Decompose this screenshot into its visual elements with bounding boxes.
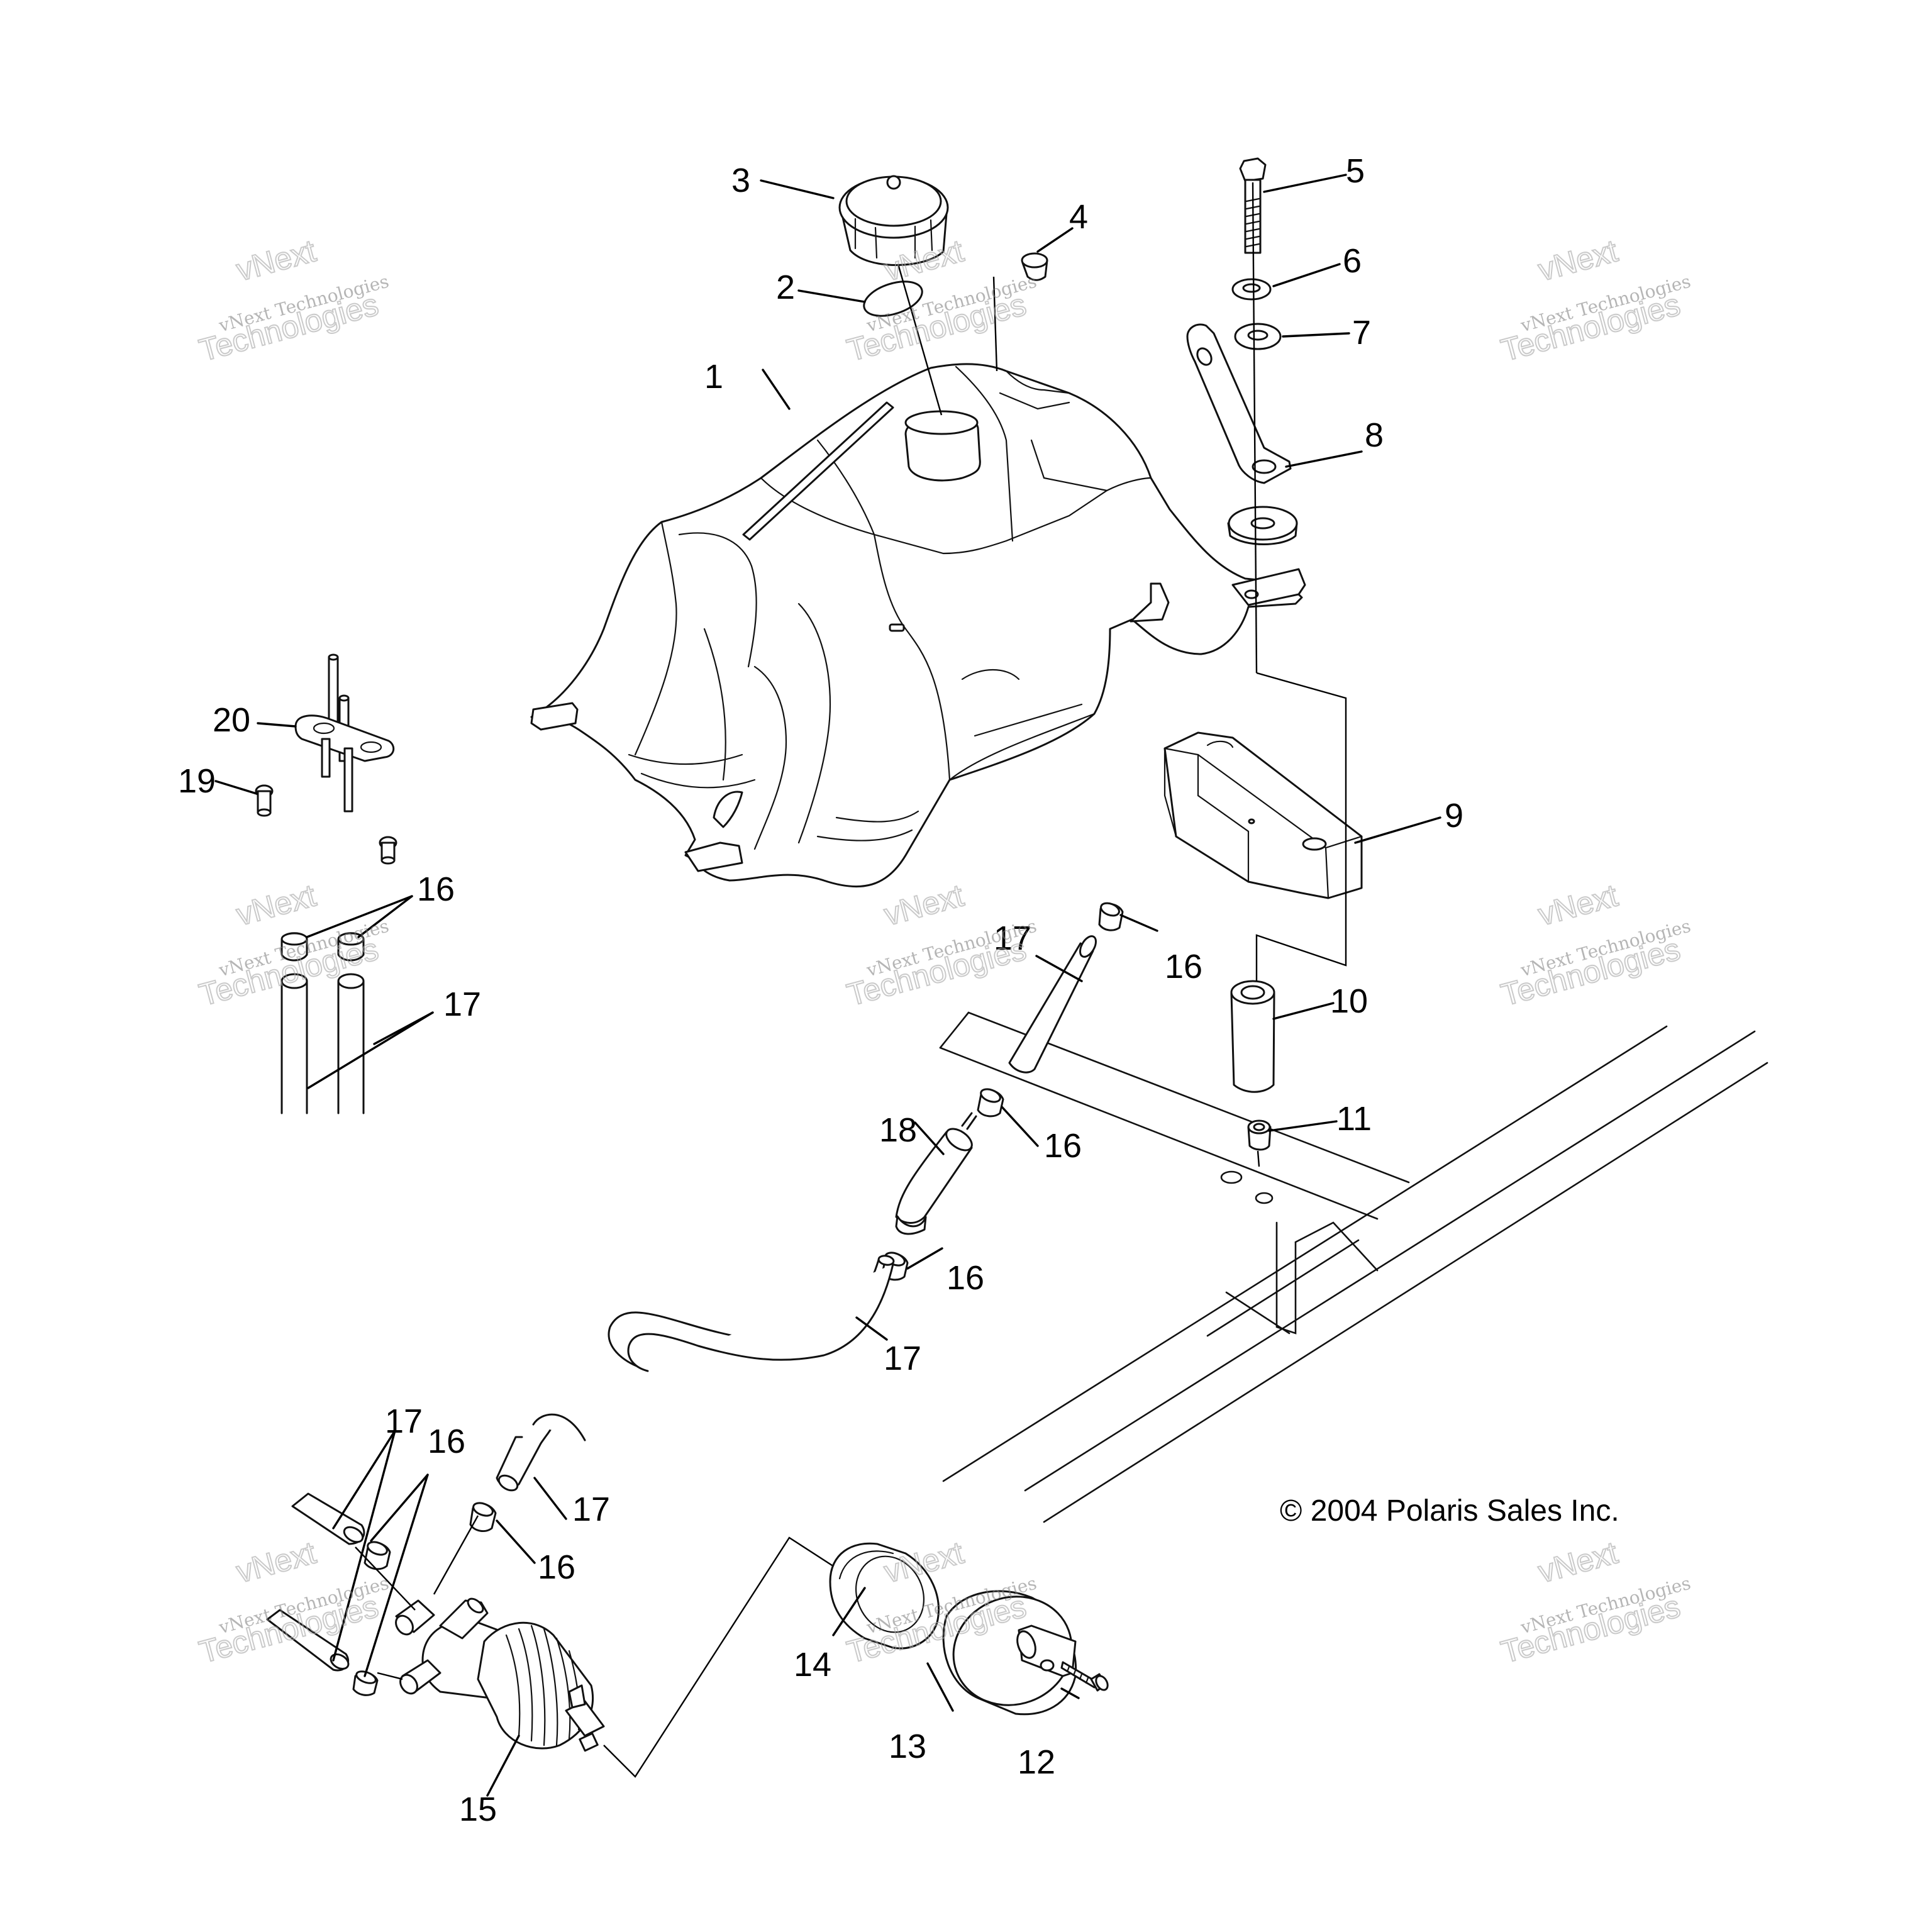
fitting-axis-1 [433, 1515, 479, 1595]
assembly-axis-right [1252, 182, 1347, 1167]
callout-16-filter-top: 16 [1044, 1127, 1082, 1165]
callout-12: 12 [1018, 1743, 1055, 1781]
callout-15: 15 [459, 1790, 497, 1828]
small-washer [1231, 278, 1272, 301]
fuel-hose-left-pair [280, 973, 365, 1114]
cap-axis [897, 264, 943, 416]
tank-bracket [1186, 323, 1292, 484]
callout-3: 3 [731, 162, 750, 199]
petcock-fitting [379, 836, 397, 865]
fitting-axis-2 [355, 1546, 416, 1611]
callout-8: 8 [1365, 416, 1384, 454]
fuel-cap [838, 175, 949, 266]
grommet [1227, 506, 1298, 545]
watermark-text: vNext [233, 233, 319, 287]
large-washer [1234, 323, 1282, 350]
callout-16-filter-bottom: 16 [947, 1259, 984, 1297]
fitting-axis-3 [377, 1672, 403, 1680]
callout-2: 2 [776, 269, 795, 306]
petcock-screw [255, 784, 274, 817]
hose-clamp-lower-right [469, 1502, 497, 1533]
hose-clamp-lower-left [352, 1541, 391, 1696]
watermark-bottom-right: vNext vNext Technologies Technologies [1497, 1534, 1693, 1670]
callout-18: 18 [879, 1111, 917, 1149]
frame-rails [939, 1011, 1768, 1523]
callout-16-left: 16 [417, 870, 455, 908]
copyright-notice: © 2004 Polaris Sales Inc. [1280, 1494, 1619, 1528]
callout-19: 19 [178, 762, 216, 800]
callout-17-lower-right: 17 [572, 1491, 610, 1528]
watermark-text: vNext [1535, 1535, 1621, 1589]
callout-9: 9 [1445, 797, 1463, 835]
callout-11: 11 [1336, 1100, 1372, 1138]
callout-20: 20 [213, 701, 250, 739]
fuel-petcock [294, 653, 395, 813]
vent-axis [992, 276, 998, 372]
fuel-hose-lower-left [266, 1492, 365, 1672]
watermark-text: vNext [1535, 877, 1621, 932]
callout-10: 10 [1330, 982, 1368, 1020]
callout-17-upper: 17 [994, 919, 1031, 957]
pump-cover [942, 1590, 1077, 1716]
cover-screw [1060, 1661, 1109, 1692]
callout-1: 1 [704, 358, 723, 396]
watermark-text: vNext [1535, 233, 1621, 287]
callout-4: 4 [1069, 198, 1088, 236]
watermark-text: vNext [233, 877, 319, 932]
callout-16-upper: 16 [1165, 948, 1202, 985]
vent-fitting [1021, 252, 1048, 281]
callout-14: 14 [794, 1646, 831, 1684]
fuel-hose-curved [608, 1255, 895, 1372]
watermark-text: vNext [880, 877, 967, 932]
mounting-bolt [1239, 157, 1267, 254]
fuel-filter [895, 1112, 977, 1235]
watermark-middle-right: vNext vNext Technologies Technologies [1497, 877, 1693, 1013]
callout-5: 5 [1346, 152, 1365, 190]
hose-clamp-filter-top [977, 1088, 1004, 1118]
callout-17-curved: 17 [884, 1340, 921, 1377]
fuel-hose-lower-right [496, 1413, 586, 1492]
bushing [1230, 980, 1275, 1093]
callout-16-lower-left: 16 [428, 1423, 465, 1460]
callout-7: 7 [1352, 314, 1371, 352]
callout-17-left: 17 [443, 985, 481, 1023]
fuel-tank [530, 363, 1306, 888]
watermark-top-right: vNext vNext Technologies Technologies [1497, 232, 1693, 369]
callout-6: 6 [1343, 242, 1362, 280]
callout-labels: 1 2 3 4 5 6 7 8 9 10 11 12 13 14 15 16 1… [178, 152, 1463, 1828]
watermark-top-left: vNext vNext Technologies Technologies [195, 232, 391, 369]
fuel-pump [395, 1597, 605, 1752]
callout-17-lower-left: 17 [385, 1402, 423, 1440]
assembly-axis-bottom [603, 1536, 843, 1778]
watermark-text: vNext [233, 1535, 319, 1589]
callout-13: 13 [889, 1728, 926, 1765]
pump-nut [829, 1542, 940, 1650]
sleeve [1247, 1119, 1272, 1151]
hose-clamp-left-pair [280, 932, 365, 962]
leader-lines [214, 174, 1441, 1797]
hose-clamp-upper [1098, 902, 1124, 931]
spacer-block [1163, 731, 1363, 899]
filler-gasket [863, 280, 923, 317]
callout-16-lower-right: 16 [538, 1548, 575, 1586]
